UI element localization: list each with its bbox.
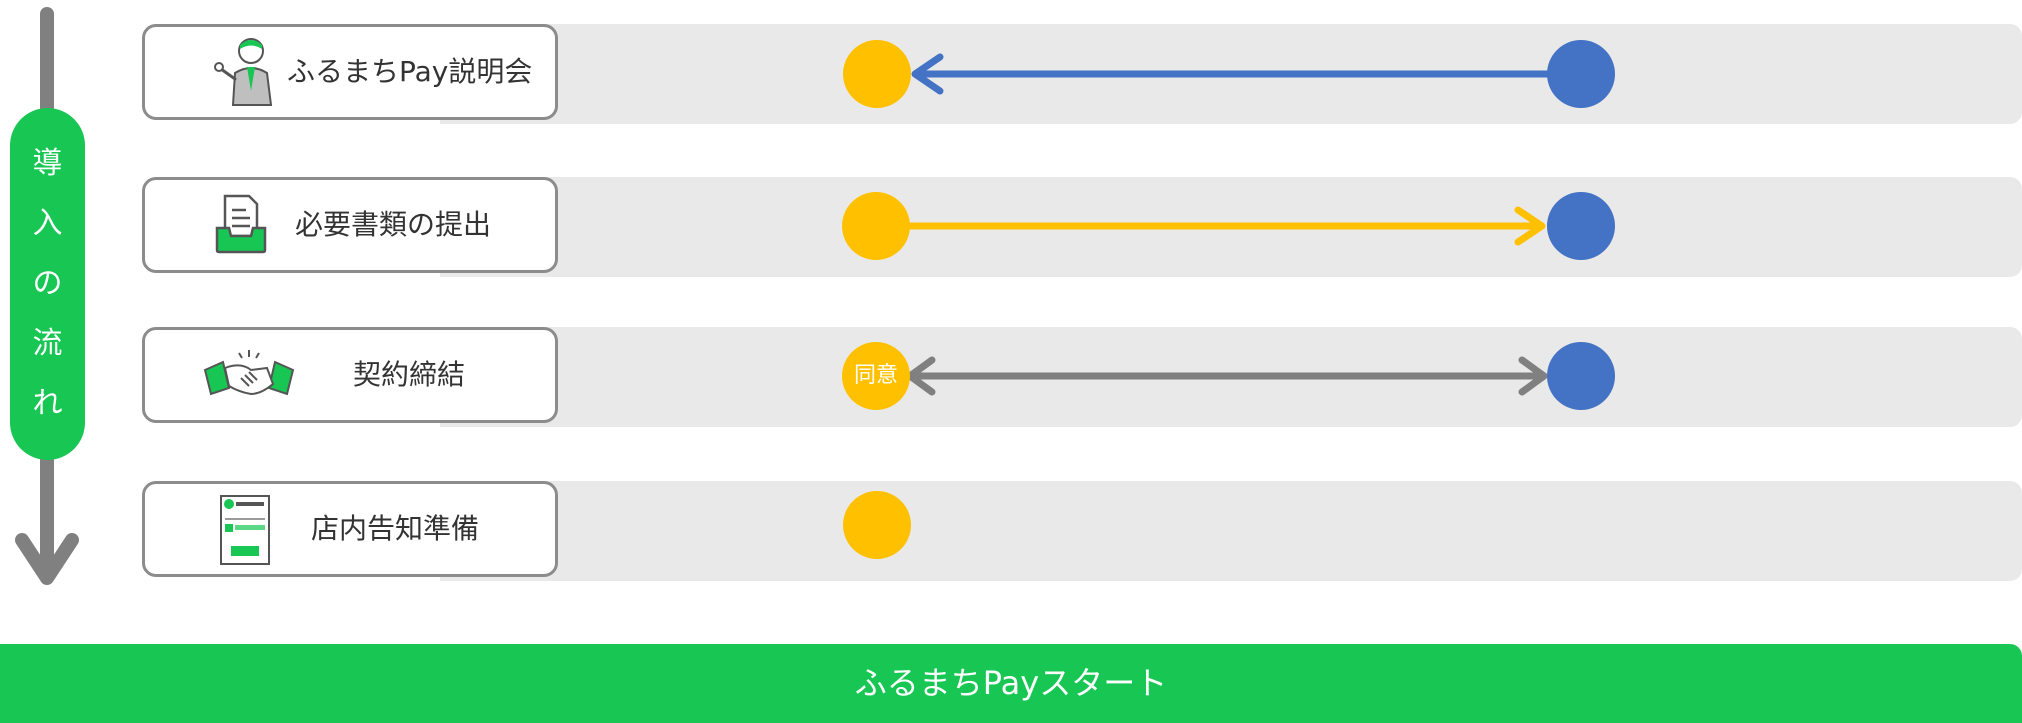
flow-arrows: [905, 53, 1550, 396]
side-label-char: 導: [32, 146, 63, 181]
intro-flow-label: 導 入 の 流 れ: [10, 108, 85, 460]
lane-store-notice: [440, 481, 2022, 581]
presenter-icon: [214, 38, 273, 106]
provider-node: [1547, 342, 1615, 410]
step-contract: 契約締結: [142, 327, 558, 423]
step-briefing: ふるまちPay説明会: [142, 24, 558, 120]
step-store-notice: 店内告知準備: [142, 481, 558, 577]
contract-arrowhead-left: [906, 356, 936, 396]
provider-node: [1547, 40, 1615, 108]
side-label-char: の: [32, 266, 63, 301]
start-banner: ふるまちPayスタート: [0, 644, 2022, 723]
store-poster-icon: [220, 495, 270, 565]
step-documents: 必要書類の提出: [142, 177, 558, 273]
merchant-node: [843, 40, 911, 108]
side-label-char: 流: [32, 326, 63, 361]
provider-node: [1547, 192, 1615, 260]
documents-arrowhead: [1514, 206, 1546, 246]
side-label-char: 入: [32, 206, 63, 241]
contract-arrowhead-right: [1518, 356, 1548, 396]
document-tray-icon: [215, 194, 267, 254]
agree-node: 同意: [842, 342, 910, 410]
side-label-char: れ: [32, 386, 63, 421]
merchant-node: [843, 491, 911, 559]
briefing-arrowhead: [911, 53, 944, 95]
step-label: ふるまちPay説明会: [287, 55, 533, 88]
step-label: 契約締結: [353, 358, 466, 391]
merchant-node: [842, 192, 910, 260]
step-label: 必要書類の提出: [295, 208, 492, 241]
step-label: 店内告知準備: [311, 512, 480, 545]
handshake-icon: [203, 350, 295, 396]
